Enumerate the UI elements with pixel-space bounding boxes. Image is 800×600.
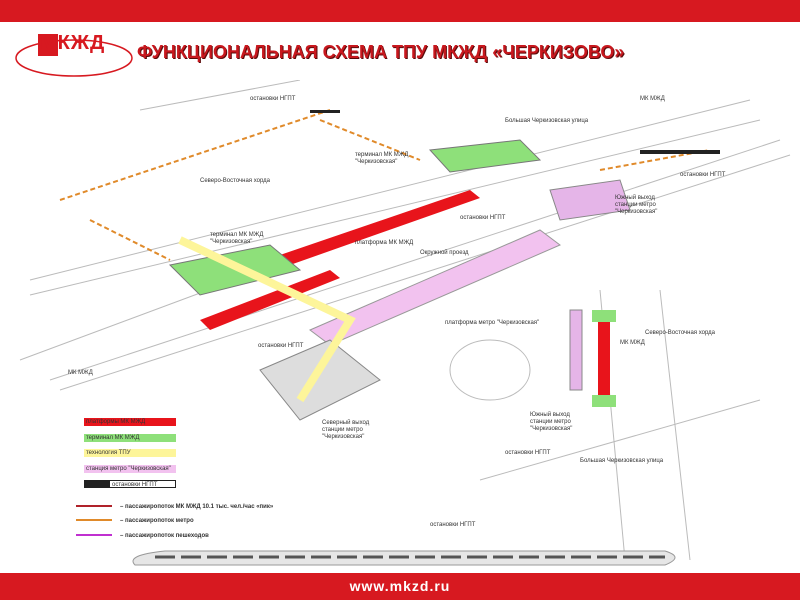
label-road: Окружной проезд (420, 250, 469, 256)
flow-label: – пассажиропоток МК МЖД 10.1 тыс. чел./ч… (120, 504, 274, 510)
label-stop: остановки НГПТ (258, 343, 304, 349)
label-road: МК МЖД (620, 340, 645, 346)
label-exit: Южный выход станции метро "Черкизовская" (530, 412, 573, 432)
footer-url[interactable]: www.mkzd.ru (0, 573, 800, 600)
page-title: ФУНКЦИОНАЛЬНАЯ СХЕМА ТПУ МКЖД «ЧЕРКИЗОВО… (137, 42, 625, 62)
legend-tpu: технология ТПУ (84, 449, 176, 457)
metro-station (309, 229, 561, 346)
south-exit-building (549, 179, 631, 221)
mkzhd-logo (15, 34, 133, 77)
train-illustration (132, 550, 676, 566)
label-road: Северо-Восточная хорда (645, 330, 716, 336)
label-exit: Северный выход станции метро "Черкизовск… (322, 420, 370, 440)
logo-text: МКЖД (40, 32, 106, 54)
inset-map (449, 289, 761, 561)
label-road: МК МЖД (640, 96, 665, 102)
label-stop: остановки НГПТ (680, 172, 726, 178)
label-stop: остановки НГПТ (250, 96, 296, 102)
label-terminal: терминал МК МЖД "Черкизовская" (210, 232, 264, 245)
flow-metro: – пассажиропоток метро (76, 518, 194, 524)
label-platform: платформа метро "Черкизовская" (445, 320, 540, 326)
label-terminal: терминал МК МЖД "Черкизовская" (355, 152, 409, 165)
legend-bus-stop: остановки НГПТ (84, 480, 176, 488)
flow-label: – пассажиропоток метро (120, 518, 194, 524)
label-road: МК МЖД (68, 370, 93, 376)
label-road: Большая Черкизовская улица (580, 458, 664, 464)
north-exit-building (259, 339, 381, 421)
terminal-east (428, 139, 542, 173)
legend-metro: станция метро "Черкизовская" (84, 465, 176, 473)
platform-mkzhd (200, 190, 480, 330)
label-stop: остановки НГПТ (505, 450, 551, 456)
tpu-path (178, 236, 356, 403)
flow-mkzhd: – пассажиропоток МК МЖД 10.1 тыс. чел./ч… (76, 504, 273, 510)
label-stop: остановки НГПТ (430, 522, 476, 528)
label-exit: Южный выход станции метро "Черкизовская" (615, 195, 658, 215)
label-platform: платформа МК МЖД (355, 240, 414, 246)
legend-terminal: терминал МК МЖД (84, 434, 176, 442)
label-road: Большая Черкизовская улица (505, 118, 589, 124)
flow-pedestrian: – пассажиропоток пешеходов (76, 533, 209, 539)
bus-stop (310, 110, 340, 113)
flow-label: – пассажиропоток пешеходов (120, 533, 209, 539)
top-bar (0, 0, 800, 22)
legend-platform: платформы МК МЖД (84, 418, 176, 426)
metro-flow (59, 109, 711, 261)
label-stop: остановки НГПТ (460, 215, 506, 221)
station-diagram (19, 80, 791, 561)
bus-stop (640, 150, 720, 154)
road-lines (19, 80, 791, 391)
label-road: Северо-Восточная хорда (200, 178, 271, 184)
